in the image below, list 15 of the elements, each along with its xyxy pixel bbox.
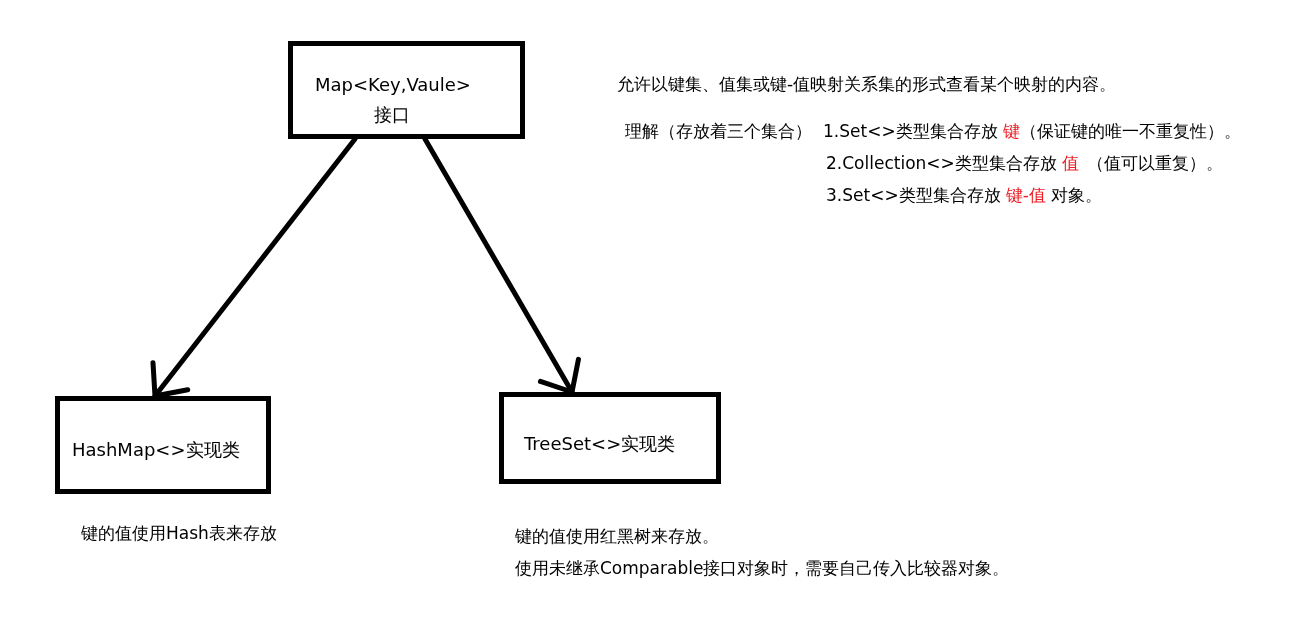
class-box <box>55 396 271 494</box>
note-text: 理解（存放着三个集合） <box>625 120 812 142</box>
box-title: TreeSet<>实现类 <box>524 433 676 455</box>
class-box <box>288 41 525 139</box>
note-text: 键的值使用红黑树来存放。 <box>515 525 719 547</box>
note-text: 键的值使用Hash表来存放 <box>81 522 277 544</box>
class-box <box>499 392 721 484</box>
list-item: 1.Set<>类型集合存放 键（保证键的唯一不重复性）。 <box>823 120 1241 142</box>
box-subtitle: 接口 <box>374 104 410 126</box>
box-title: HashMap<>实现类 <box>72 439 240 461</box>
box-title: Map<Key,Vaule> <box>315 74 471 96</box>
list-item: 3.Set<>类型集合存放 键-值 对象。 <box>826 184 1102 206</box>
note-text: 允许以键集、值集或键-值映射关系集的形式查看某个映射的内容。 <box>617 73 1117 95</box>
note-text: 使用未继承Comparable接口对象时，需要自己传入比较器对象。 <box>515 557 1010 579</box>
list-item: 2.Collection<>类型集合存放 值 （值可以重复）。 <box>826 152 1223 174</box>
